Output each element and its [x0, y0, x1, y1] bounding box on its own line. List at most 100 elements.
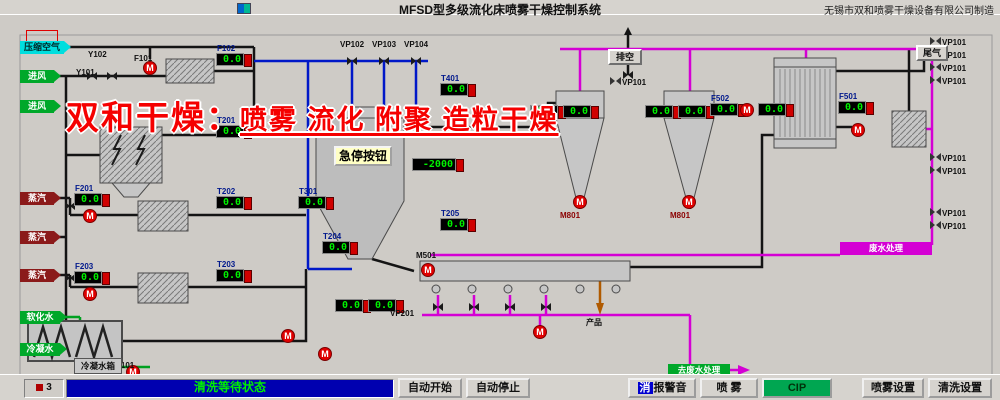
display-label: F501	[839, 92, 858, 101]
pump-motor[interactable]: M	[573, 195, 587, 209]
display-value: 0.0	[440, 83, 468, 96]
pump-motor[interactable]: M	[281, 329, 295, 343]
valve-icon[interactable]	[930, 208, 941, 217]
valve-icon[interactable]	[930, 153, 941, 162]
valve-icon[interactable]	[930, 221, 941, 230]
display-value: 0.0	[710, 103, 738, 116]
pump-motor[interactable]: M	[318, 347, 332, 361]
display-value-15: 0.0	[645, 105, 681, 119]
label-VP201: VP201	[390, 309, 414, 318]
source-tag-text: 软化水	[26, 312, 54, 322]
display-value: 0.0	[322, 241, 350, 254]
alarm-tag	[244, 197, 252, 210]
display-value: 0.0	[645, 105, 673, 118]
source-tag-text: 压缩空气	[23, 42, 60, 52]
label-text: 产品	[586, 318, 602, 327]
label-VP101: VP101	[930, 153, 966, 163]
label-text: M801	[670, 211, 691, 220]
arrow-icon	[60, 343, 67, 355]
cip-button[interactable]: CIP	[762, 378, 832, 398]
arrow-icon	[64, 41, 71, 53]
valve-icon[interactable]	[930, 76, 941, 85]
alarm-tag	[468, 84, 476, 97]
button-label: 喷雾设置	[871, 382, 915, 394]
label-text: VP201	[390, 309, 415, 318]
pump-motor[interactable]: M	[143, 61, 157, 75]
alarm-tag	[456, 159, 464, 172]
display-value-14: 0.0	[563, 105, 599, 119]
display-value-10: -2000	[412, 158, 464, 172]
display-value: -2000	[412, 158, 456, 171]
alarm-tag	[102, 272, 110, 285]
mute-icon: 消	[637, 382, 653, 394]
valve-icon[interactable]	[930, 166, 941, 175]
source-tag-压缩空气: 压缩空气	[20, 41, 71, 54]
alarm-tag	[866, 102, 874, 115]
alarm-tag	[244, 270, 252, 283]
box-尾气: 尾气	[916, 45, 948, 61]
valve-icon[interactable]	[930, 63, 941, 72]
label-text: VP101	[942, 77, 967, 86]
valve-icon[interactable]	[610, 77, 621, 86]
pump-motor[interactable]: M	[851, 123, 865, 137]
alarm-tag	[468, 219, 476, 232]
spray-settings-button[interactable]: 喷雾设置	[862, 378, 924, 398]
pump-motor[interactable]: M	[740, 103, 754, 117]
display-value-11: 0.0	[335, 299, 371, 313]
label-text: VP103	[372, 40, 397, 49]
button-label: 喷 雾	[716, 382, 742, 394]
arrow-icon	[54, 70, 61, 82]
pump-motor[interactable]: M	[533, 325, 547, 339]
indicator-count: 3	[46, 382, 52, 393]
display-value-18: 0.0	[758, 103, 794, 117]
source-tag-text: 蒸汽	[27, 270, 46, 280]
source-tag-text: 蒸汽	[27, 193, 46, 203]
display-value: 0.0	[440, 218, 468, 231]
display-value: 0.0	[838, 101, 866, 114]
box-排空: 排空	[608, 49, 642, 65]
emergency-stop-button[interactable]: 急停按钮	[334, 146, 392, 166]
label-text: VP101	[942, 222, 967, 231]
label-M501: M501	[416, 251, 436, 260]
label-text: VP101	[622, 78, 647, 87]
display-value: 0.0	[216, 53, 244, 66]
pump-motor[interactable]: M	[682, 195, 696, 209]
display-label: T204	[323, 232, 342, 241]
pump-motor[interactable]: M	[421, 263, 435, 277]
source-tag-蒸汽: 蒸汽	[20, 192, 61, 205]
label-产品: 产品	[586, 317, 602, 328]
label-text: VP101	[942, 154, 967, 163]
label-VP101: VP101	[610, 77, 646, 87]
pump-motor[interactable]: M	[83, 287, 97, 301]
button-label: CIP	[787, 382, 807, 394]
spray-button[interactable]: 喷 雾	[700, 378, 758, 398]
label-text: VP101	[942, 209, 967, 218]
label-VP102: VP102	[340, 40, 364, 49]
auto-start-button[interactable]: 自动开始	[398, 378, 462, 398]
display-value: 0.0	[678, 105, 706, 118]
company-name: 无锡市双和喷雾干燥设备有限公司制造	[824, 6, 994, 17]
display-value: 0.0	[563, 105, 591, 118]
display-label: F203	[75, 262, 94, 271]
source-tag-软化水: 软化水	[20, 311, 67, 324]
auto-stop-button[interactable]: 自动停止	[466, 378, 530, 398]
display-label: F201	[75, 184, 94, 193]
mute-alarm-button[interactable]: 消报警音	[628, 378, 696, 398]
display-label: T202	[217, 187, 236, 196]
clean-settings-button[interactable]: 清洗设置	[928, 378, 992, 398]
arrow-icon	[54, 269, 61, 281]
watermark-brand: 双和干燥：	[66, 99, 241, 136]
label-text: Y101	[76, 68, 95, 77]
alarm-tag	[326, 197, 334, 210]
pump-motor[interactable]: M	[83, 209, 97, 223]
arrow-icon	[54, 192, 61, 204]
